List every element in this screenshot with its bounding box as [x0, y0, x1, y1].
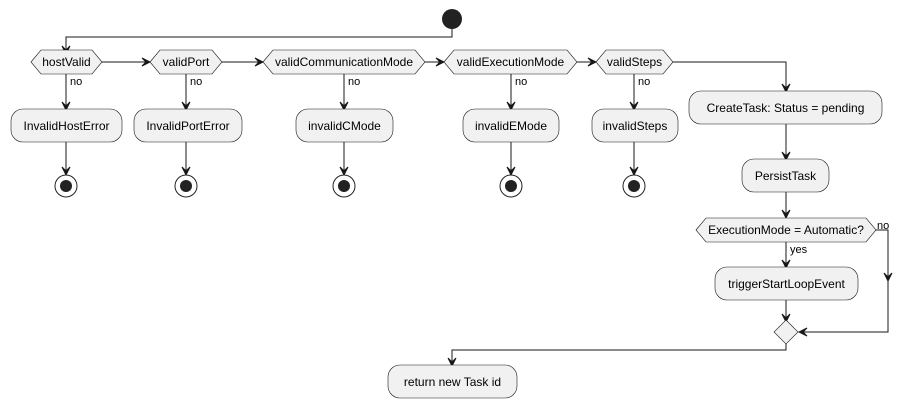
branch-label-yes: yes — [790, 244, 808, 256]
branch-label-no: no — [515, 76, 527, 88]
stop-node — [54, 174, 78, 198]
arrowhead — [254, 57, 265, 67]
activity-invalid-port-error-label: InvalidPortError — [146, 119, 229, 133]
activity-create-task: CreateTask: Status = pending — [688, 90, 883, 125]
activity-return-task-id: return new Task id — [387, 364, 518, 399]
arrowhead — [339, 166, 349, 177]
arrowhead — [629, 166, 639, 177]
branch-label-no: no — [348, 76, 360, 88]
activity-persist-task-label: PersistTask — [755, 169, 817, 183]
arrowhead — [781, 83, 791, 94]
activity-invalid-host-error-label: InvalidHostError — [23, 119, 109, 133]
branch-label-no: no — [877, 220, 889, 232]
merge-node — [773, 319, 799, 345]
activity-invalid-port-error: InvalidPortError — [133, 108, 243, 143]
decision-valid-execution-mode-label: validExecutionMode — [457, 55, 565, 69]
arrowhead — [339, 101, 349, 112]
decision-execution-mode-automatic-label: ExecutionMode = Automatic? — [708, 223, 864, 237]
branch-label-no: no — [190, 76, 202, 88]
arrowhead — [506, 101, 516, 112]
arrowhead — [781, 151, 791, 162]
decision-execution-mode-automatic: ExecutionMode = Automatic? — [695, 217, 877, 243]
decision-valid-execution-mode: validExecutionMode — [443, 49, 578, 75]
activity-persist-task: PersistTask — [741, 158, 830, 193]
decision-valid-port: validPort — [149, 49, 223, 75]
edges — [61, 29, 893, 368]
branch-label-no: no — [70, 76, 82, 88]
arrowhead — [797, 327, 808, 337]
arrowhead — [587, 57, 598, 67]
decision-host-valid: hostValid — [30, 49, 103, 75]
decision-valid-steps-label: validSteps — [607, 55, 662, 69]
stop-node — [332, 174, 356, 198]
arrowhead — [447, 357, 457, 368]
edge-merge-to-return — [451, 344, 787, 362]
start-node — [442, 9, 462, 29]
activity-trigger-start-loop-event: triggerStartLoopEvent — [714, 266, 859, 301]
arrowhead — [781, 259, 791, 270]
arrowhead — [781, 313, 791, 324]
arrowhead — [435, 57, 446, 67]
arrowhead — [141, 57, 152, 67]
edge-start-to-split — [65, 29, 453, 50]
decision-host-valid-label: hostValid — [42, 55, 90, 69]
activity-invalid-c-mode-label: invalidCMode — [308, 119, 381, 133]
activity-create-task-label: CreateTask: Status = pending — [707, 101, 865, 115]
decision-valid-communication-mode: validCommunicationMode — [262, 49, 426, 75]
activity-invalid-steps-label: invalidSteps — [603, 119, 668, 133]
activity-invalid-e-mode-label: invalidEMode — [475, 119, 547, 133]
arrowhead — [883, 272, 893, 283]
stop-node — [622, 174, 646, 198]
activity-trigger-start-loop-event-label: triggerStartLoopEvent — [728, 277, 845, 291]
decision-valid-port-label: validPort — [163, 55, 210, 69]
arrowhead — [181, 166, 191, 177]
decision-valid-communication-mode-label: validCommunicationMode — [275, 55, 413, 69]
stop-node — [174, 174, 198, 198]
arrowhead — [61, 101, 71, 112]
activity-invalid-c-mode: invalidCMode — [295, 108, 394, 143]
activity-return-task-id-label: return new Task id — [404, 375, 501, 389]
activity-invalid-e-mode: invalidEMode — [462, 108, 560, 143]
arrowhead — [61, 166, 71, 177]
arrowhead — [629, 101, 639, 112]
activity-invalid-steps: invalidSteps — [591, 108, 679, 143]
branch-label-no: no — [638, 76, 650, 88]
edge-steps-to-create — [673, 61, 787, 88]
arrowhead — [506, 166, 516, 177]
stop-node — [499, 174, 523, 198]
arrowhead — [781, 209, 791, 220]
activity-invalid-host-error: InvalidHostError — [10, 108, 123, 143]
arrowhead — [181, 101, 191, 112]
decision-valid-steps: validSteps — [595, 49, 674, 75]
